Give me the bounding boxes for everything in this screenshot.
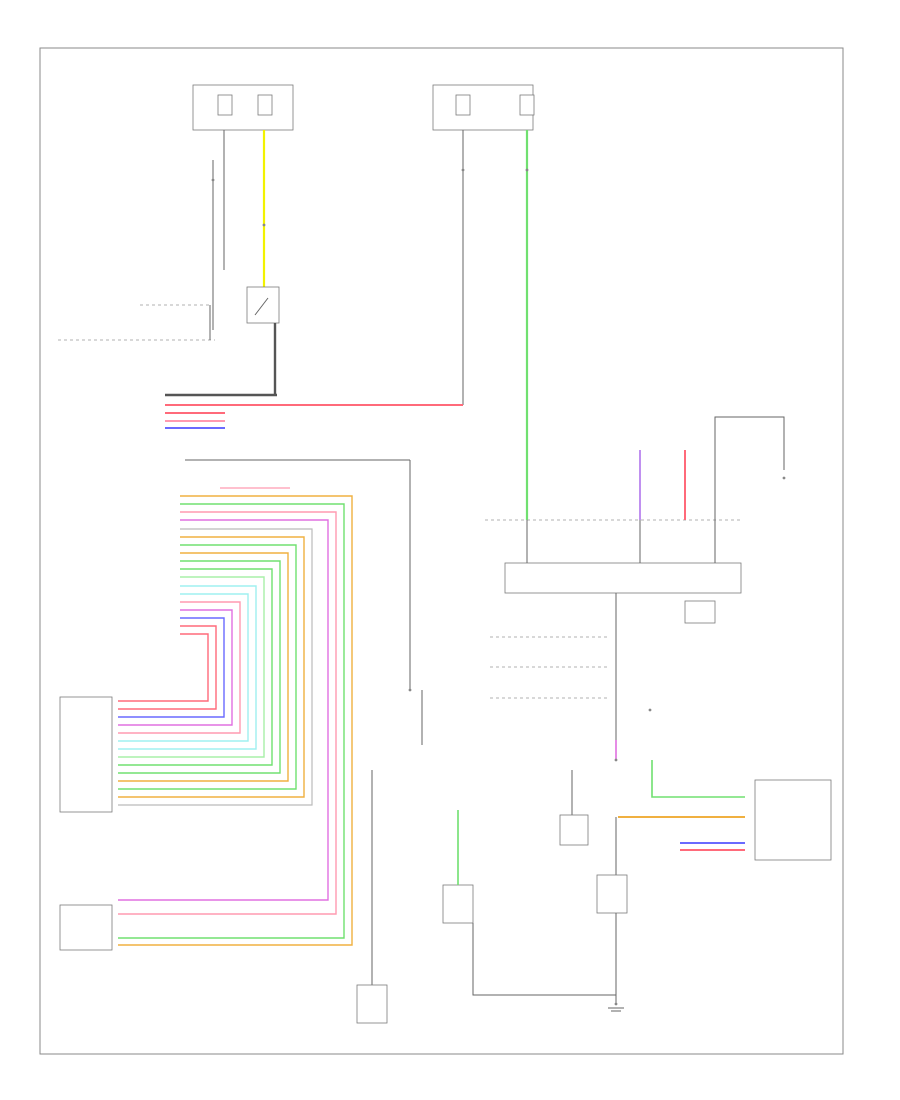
- connector-dots: [211, 168, 786, 1006]
- door-switch-rear: [356, 984, 388, 1024]
- combination-switch-bundle: [118, 487, 353, 946]
- center-connector: [371, 670, 423, 985]
- lower-right-wires: [571, 740, 745, 880]
- combination-meter-control-unit-box: [504, 562, 742, 594]
- key-switch: [246, 286, 280, 395]
- meter-wires: [526, 416, 785, 760]
- steering-sensor-small: [559, 814, 589, 846]
- fuse-block-left: [192, 84, 294, 131]
- steering-angle-sensor-box: [59, 904, 113, 951]
- meter-input-lines: [490, 636, 608, 699]
- power-feeds: [212, 130, 529, 520]
- door-switch-front-left: [596, 874, 628, 914]
- diagram-frame: [39, 47, 844, 1055]
- buzzer-box: [684, 600, 716, 624]
- ground-return: [472, 913, 624, 1012]
- combination-switch-box: [59, 696, 113, 813]
- seat-belt-switch-box: [754, 779, 832, 861]
- door-switch-front-right: [442, 810, 474, 924]
- bcm-outputs: [165, 393, 463, 670]
- fuse-block-right: [432, 84, 535, 131]
